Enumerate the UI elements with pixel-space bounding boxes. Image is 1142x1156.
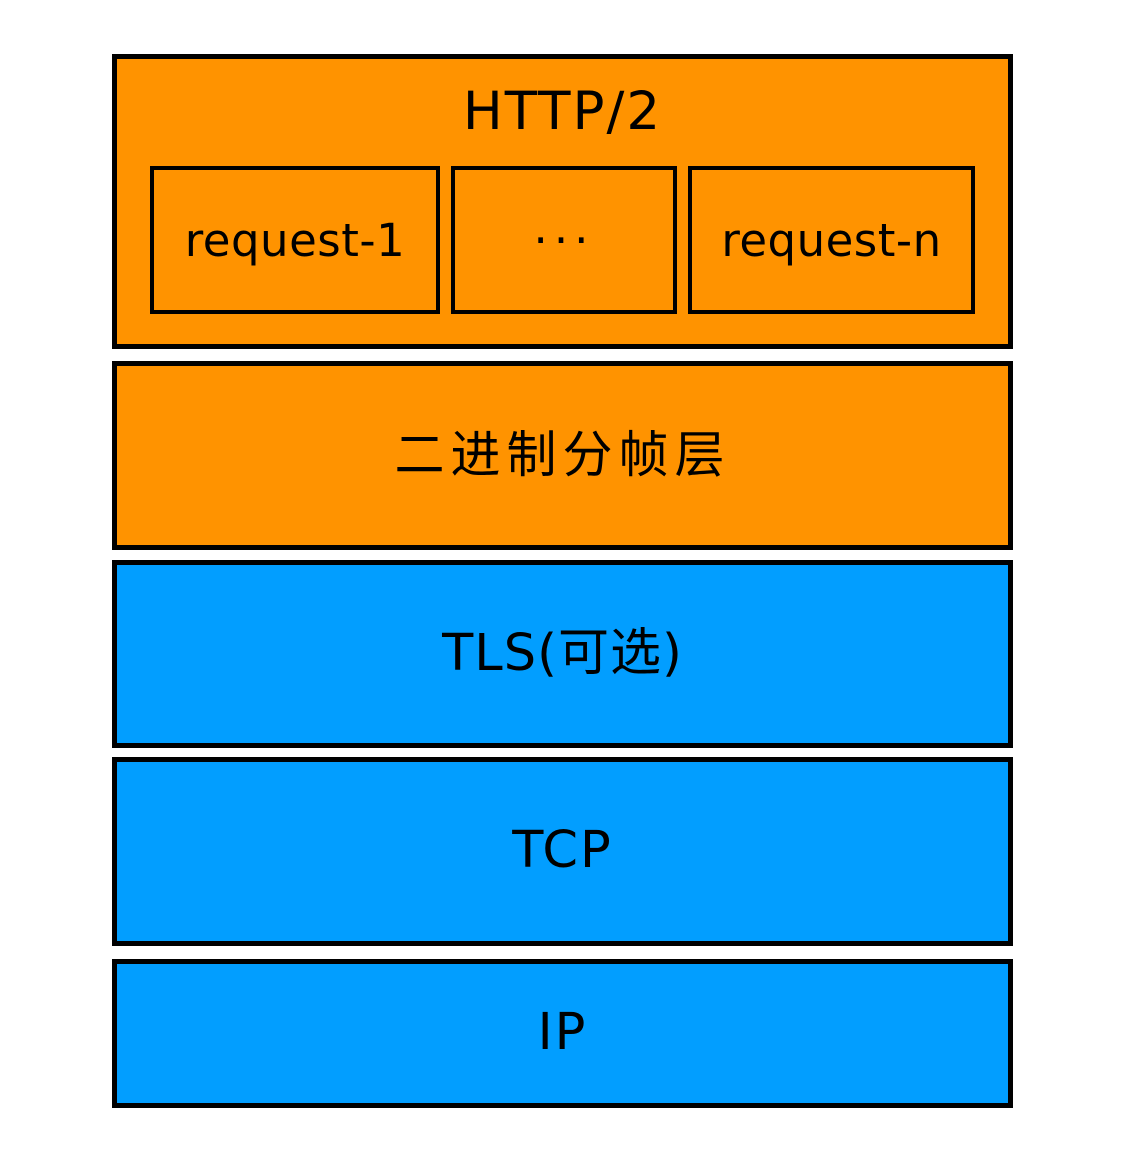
request-label-request-n: request-n [721, 213, 942, 267]
layer-box-binary-framing[interactable]: 二进制分帧层 [112, 361, 1013, 550]
layer-label-binary-framing: 二进制分帧层 [394, 426, 731, 484]
request-box-row: request-1 ··· request-n [150, 166, 975, 314]
layer-box-tls[interactable]: TLS(可选) [112, 560, 1013, 748]
layer-label-tls: TLS(可选) [442, 623, 683, 683]
request-box-request-n[interactable]: request-n [688, 166, 975, 314]
request-box-ellipsis[interactable]: ··· [451, 166, 677, 314]
layer-label-tcp: TCP [512, 821, 613, 881]
request-label-request-1: request-1 [184, 213, 406, 267]
layer-box-tcp[interactable]: TCP [112, 757, 1013, 946]
layer-box-http2[interactable]: HTTP/2 request-1 ··· request-n [112, 54, 1013, 349]
request-box-request-1[interactable]: request-1 [150, 166, 440, 314]
layer-box-ip[interactable]: IP [112, 959, 1013, 1108]
layer-label-ip: IP [537, 1003, 588, 1063]
request-label-ellipsis: ··· [533, 213, 595, 267]
layer-label-http2: HTTP/2 [462, 81, 663, 142]
